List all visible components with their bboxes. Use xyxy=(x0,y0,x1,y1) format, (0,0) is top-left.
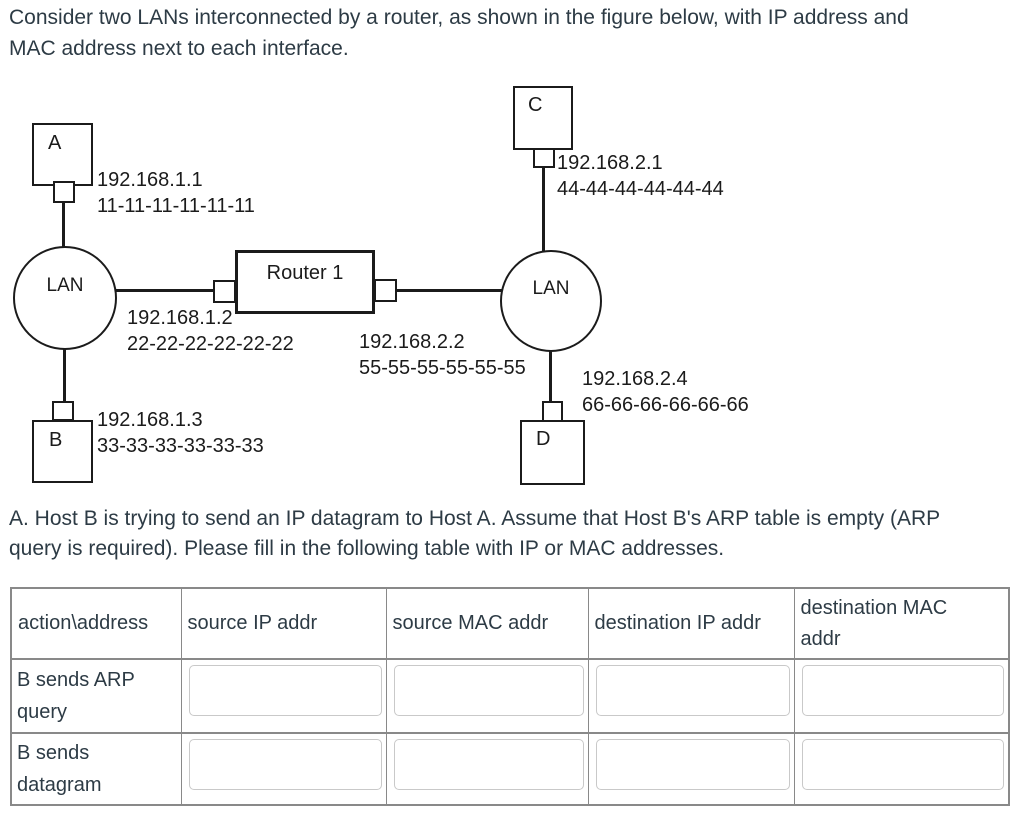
col-header-action: action\address xyxy=(10,587,182,660)
question-text: A. Host B is trying to send an IP datagr… xyxy=(9,504,1019,564)
link-lan2-hostd xyxy=(549,350,552,403)
router-right-mac: 55-55-55-55-55-55 xyxy=(359,357,526,379)
host-a-mac: 11-11-11-11-11-11 xyxy=(97,195,255,217)
arp-dest-mac-input[interactable] xyxy=(801,665,1004,716)
host-c-label: C xyxy=(528,94,543,116)
router-left-address-label: 192.168.1.2 22-22-22-22-22-22 xyxy=(127,305,294,357)
host-c-ip: 192.168.2.1 xyxy=(557,152,663,174)
host-a-address-label: 192.168.1.1 11-11-11-11-11-11 xyxy=(97,167,255,219)
link-lan1-hostb xyxy=(63,348,66,403)
col-header-source-ip: source IP addr xyxy=(180,587,387,660)
intro-text: Consider two LANs interconnected by a ro… xyxy=(9,2,1019,64)
router-right-ip: 192.168.2.2 xyxy=(359,331,465,353)
link-hosta-lan1 xyxy=(62,201,65,247)
row-label-datagram: B sends datagram xyxy=(10,732,182,806)
host-d-box: D xyxy=(520,420,585,485)
arp-source-mac-input[interactable] xyxy=(393,665,584,716)
host-d-label: D xyxy=(536,428,551,450)
host-b-ip: 192.168.1.3 xyxy=(97,409,203,431)
host-b-mac: 33-33-33-33-33-33 xyxy=(97,435,264,457)
address-table: action\address source IP addr source MAC… xyxy=(10,587,1010,806)
host-a-ip: 192.168.1.1 xyxy=(97,169,203,191)
col-header-dest-ip: destination IP addr xyxy=(587,587,795,660)
host-c-mac: 44-44-44-44-44-44 xyxy=(557,178,724,200)
host-a-box: A xyxy=(32,123,93,186)
host-d-mac: 66-66-66-66-66-66 xyxy=(582,394,749,416)
router-right-address-label: 192.168.2.2 55-55-55-55-55-55 xyxy=(359,329,526,381)
table-header-row: action\address source IP addr source MAC… xyxy=(10,587,1010,660)
question-line-2: query is required). Please fill in the f… xyxy=(9,537,725,560)
col-header-source-mac: source MAC addr xyxy=(385,587,589,660)
router-left-port xyxy=(213,280,236,303)
router-left-ip: 192.168.1.2 xyxy=(127,307,233,329)
router-left-mac: 22-22-22-22-22-22 xyxy=(127,333,294,355)
host-d-interface xyxy=(542,401,563,422)
host-d-address-label: 192.168.2.4 66-66-66-66-66-66 xyxy=(582,366,749,418)
arp-dest-ip-input[interactable] xyxy=(595,665,790,716)
host-b-box: B xyxy=(32,420,93,483)
lan-left-label: LAN xyxy=(46,275,84,296)
table-row-arp-query: B sends ARP query xyxy=(10,658,1010,734)
router-right-port xyxy=(374,279,397,302)
router-label: Router 1 xyxy=(266,262,344,284)
intro-line-1: Consider two LANs interconnected by a ro… xyxy=(9,6,909,29)
intro-line-2: MAC address next to each interface. xyxy=(9,37,349,60)
host-a-label: A xyxy=(48,132,62,154)
host-c-interface xyxy=(533,148,555,168)
host-b-label: B xyxy=(49,429,63,451)
host-a-interface xyxy=(53,181,75,203)
col-header-dest-mac: destination MAC addr xyxy=(793,587,1010,660)
datagram-dest-mac-input[interactable] xyxy=(801,739,1004,790)
link-lan1-router xyxy=(115,289,215,292)
lan-right-label: LAN xyxy=(532,278,570,299)
question-line-1: A. Host B is trying to send an IP datagr… xyxy=(9,507,941,530)
row-label-arp-query: B sends ARP query xyxy=(10,658,182,734)
router-box: Router 1 xyxy=(235,250,375,314)
link-router-lan2 xyxy=(395,289,502,292)
datagram-source-ip-input[interactable] xyxy=(188,739,382,790)
host-b-interface xyxy=(52,401,74,421)
lan-left-circle: LAN xyxy=(13,246,117,350)
lan-right-circle: LAN xyxy=(500,250,602,352)
datagram-source-mac-input[interactable] xyxy=(393,739,584,790)
host-d-ip: 192.168.2.4 xyxy=(582,368,688,390)
host-b-address-label: 192.168.1.3 33-33-33-33-33-33 xyxy=(97,407,264,459)
table-row-datagram: B sends datagram xyxy=(10,732,1010,806)
arp-source-ip-input[interactable] xyxy=(188,665,382,716)
link-hostc-lan2 xyxy=(542,166,545,252)
host-c-box: C xyxy=(513,86,573,150)
host-c-address-label: 192.168.2.1 44-44-44-44-44-44 xyxy=(557,150,724,202)
datagram-dest-ip-input[interactable] xyxy=(595,739,790,790)
